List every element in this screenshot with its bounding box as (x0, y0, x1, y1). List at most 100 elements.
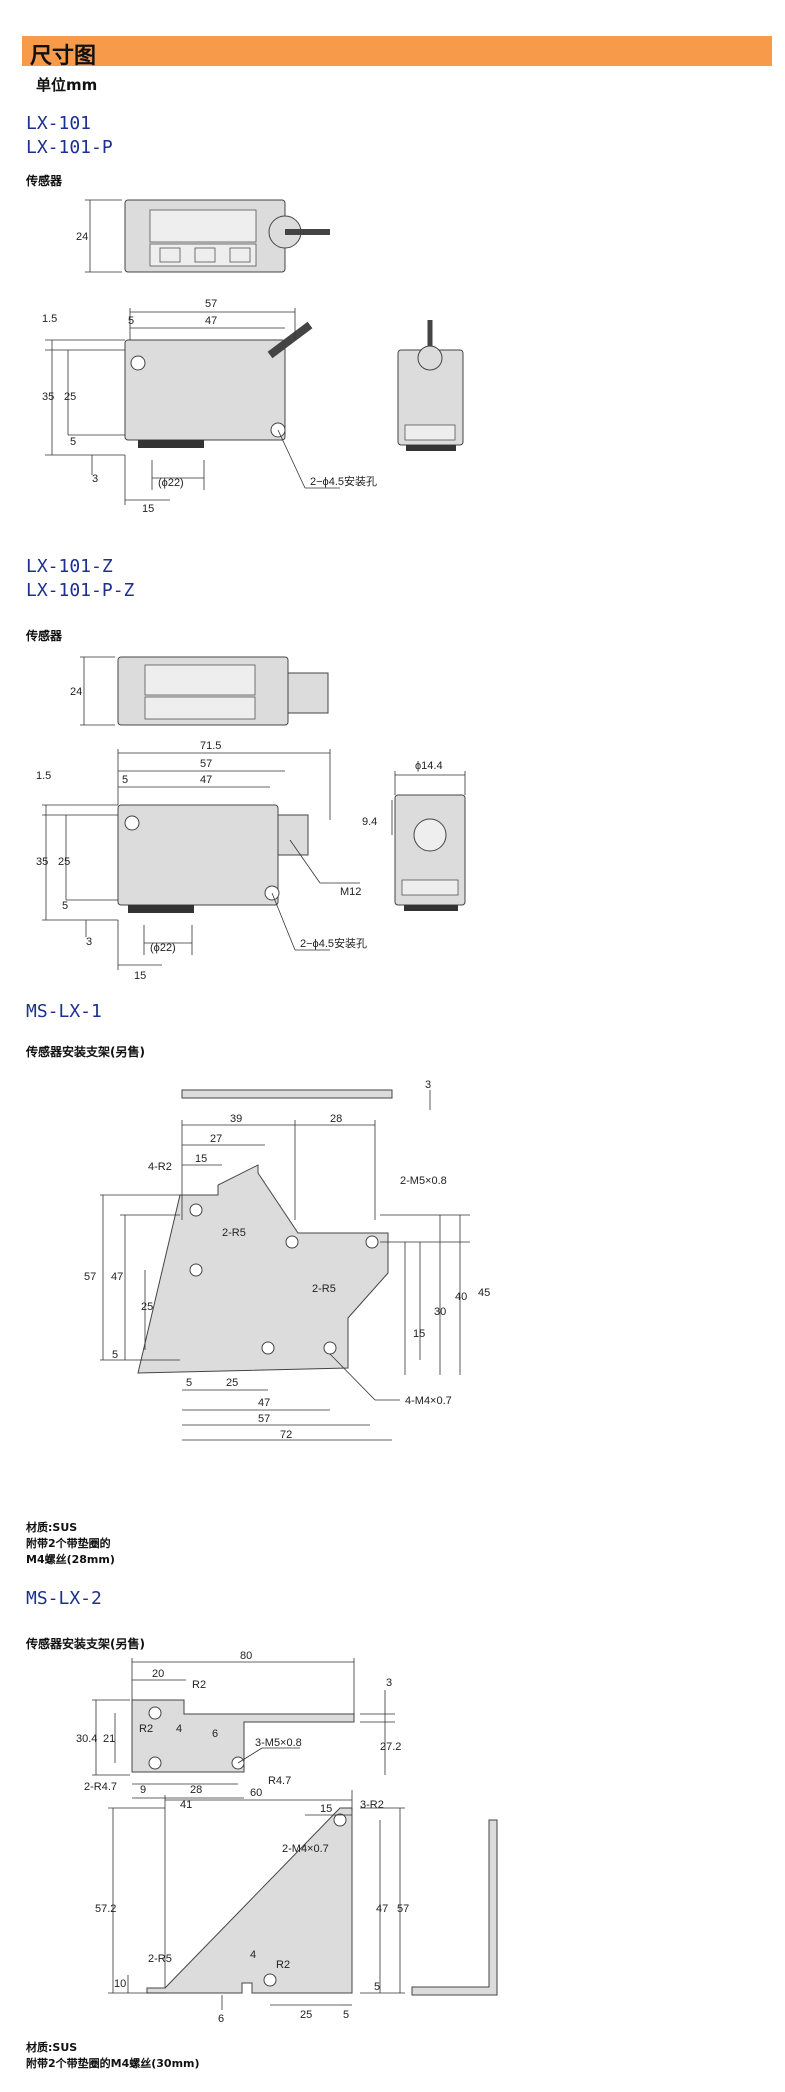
dim-28-b: 28 (190, 1784, 202, 1796)
bracket-1-outline (137, 1164, 389, 1374)
dim-10: 10 (114, 1978, 126, 1990)
dim-2-r5-f: 2-R5 (148, 1953, 172, 1965)
ms-lx-2-drawing: 80 20 R2 R2 4 6 3 30.4 21 3-M5×0.8 27.2 … (76, 1650, 498, 2025)
dim-30-4: 30.4 (76, 1733, 97, 1745)
bracket-2-side (411, 1819, 498, 1996)
dim-5-zv: 5 (62, 900, 68, 912)
dim-27-2: 27.2 (380, 1741, 401, 1753)
dim-30: 30 (434, 1306, 446, 1318)
dim-39: 39 (230, 1113, 242, 1125)
dim-t3: 3 (425, 1079, 431, 1091)
dim-15-f: 15 (320, 1803, 332, 1815)
dim-9-4: 9.4 (362, 816, 377, 828)
model-name-lx-101-z: LX-101-Z (26, 556, 113, 577)
dim-5: 5 (128, 315, 134, 327)
dim-6-s: 6 (212, 1728, 218, 1740)
dim-57-f: 57 (397, 1903, 409, 1915)
bracket-2-top (131, 1699, 355, 1773)
dim-15-z: 15 (134, 970, 146, 982)
dim-m12: M12 (340, 886, 361, 898)
dim-45: 45 (478, 1287, 490, 1299)
dim-5-bottom: 5 (186, 1377, 192, 1389)
connector-ring (138, 440, 204, 448)
mount-hole-label-z: 2−ϕ4.5安装孔 (300, 936, 367, 950)
model-name-lx-101-p-z: LX-101-P-Z (26, 580, 135, 601)
dim-5-v: 5 (70, 436, 76, 448)
dim-25: 25 (64, 391, 76, 403)
lx-101-drawing: 24 57 47 5 1.5 35 25 5 3 (ϕ22) 15 2−ϕ4.5… (42, 199, 464, 515)
dim-3-r2: 3-R2 (360, 1799, 384, 1811)
dim-4-m4: 4-M4×0.7 (405, 1395, 452, 1407)
sensor-caption: 传感器 (26, 174, 63, 188)
dim-57: 57 (205, 298, 217, 310)
dim-24-z: 24 (70, 686, 82, 698)
dim-3: 3 (92, 473, 98, 485)
dim-15-b: 15 (195, 1153, 207, 1165)
dim-5-fb: 5 (343, 2009, 349, 2021)
bracket-1-edge (181, 1089, 393, 1099)
dim-15: 15 (142, 503, 154, 515)
dim-3-z: 3 (86, 936, 92, 948)
dim-5-b: 5 (112, 1349, 118, 1361)
dim-2-m4: 2-M4×0.7 (282, 1843, 329, 1855)
ms-lx-1-drawing: 3 39 28 27 15 4-R2 2-M5×0.8 2-R5 2-R5 57… (84, 1079, 490, 1441)
bracket-caption-1: 传感器安装支架(另售) (26, 1045, 145, 1059)
dim-3-t: 3 (386, 1677, 392, 1689)
dim-r2-a: R2 (192, 1679, 206, 1691)
dim-2-r4-7: 2-R4.7 (84, 1781, 117, 1793)
dim-r2-b: R2 (139, 1723, 153, 1735)
model-name-lx-101: LX-101 (26, 113, 92, 134)
dim-2-r5-a: 2-R5 (222, 1227, 246, 1239)
dim-60: 60 (250, 1787, 262, 1799)
dim-5-f: 5 (374, 1981, 380, 1993)
dim-15-v: 15 (413, 1328, 425, 1340)
dim-25-f: 25 (300, 2009, 312, 2021)
material-note-1: 材质:SUS 附带2个带垫圈的 M4螺丝(28mm) (26, 1521, 115, 1566)
dim-35: 35 (42, 391, 54, 403)
dim-1-5: 1.5 (42, 313, 57, 325)
lx-101-z-drawing: 24 71.5 57 47 5 1.5 35 25 5 3 (ϕ22) 15 M… (36, 656, 466, 982)
dim-4-r2: 4-R2 (148, 1161, 172, 1173)
dim-57-2: 57.2 (95, 1903, 116, 1915)
dim-80: 80 (240, 1650, 252, 1662)
dim-47: 47 (205, 315, 217, 327)
model-name-ms-lx-2: MS-LX-2 (26, 1588, 102, 1609)
dim-25-b: 25 (141, 1301, 153, 1313)
dim-57-bottom: 57 (258, 1413, 270, 1425)
dim-40: 40 (455, 1291, 467, 1303)
dim-72: 72 (280, 1429, 292, 1441)
dim-20: 20 (152, 1668, 164, 1680)
sensor-side-view (124, 339, 286, 441)
dim-27: 27 (210, 1133, 222, 1145)
m12-face (413, 818, 447, 852)
dim-9: 9 (140, 1784, 146, 1796)
dim-r2-c: R2 (276, 1959, 290, 1971)
dim-phi22-z: (ϕ22) (150, 942, 176, 954)
dim-25-bottom: 25 (226, 1377, 238, 1389)
page-title: 尺寸图 (30, 44, 97, 69)
dim-28: 28 (330, 1113, 342, 1125)
dim-24: 24 (76, 231, 88, 243)
material-note-2: 材质:SUS 附带2个带垫圈的M4螺丝(30mm) (26, 2041, 200, 2070)
dim-35-z: 35 (36, 856, 48, 868)
dim-phi14-4: ϕ14.4 (415, 760, 443, 772)
dim-57-z: 57 (200, 758, 212, 770)
dim-r4-7: R4.7 (268, 1775, 291, 1787)
bracket-caption-2: 传感器安装支架(另售) (26, 1637, 145, 1651)
dim-2-m5: 2-M5×0.8 (400, 1175, 447, 1187)
dim-4-f: 4 (250, 1949, 256, 1961)
dim-47-f: 47 (376, 1903, 388, 1915)
display-panel (149, 209, 257, 243)
dim-21: 21 (103, 1733, 115, 1745)
dim-3-m5: 3-M5×0.8 (255, 1737, 302, 1749)
dim-2-r5-b: 2-R5 (312, 1283, 336, 1295)
model-name-lx-101-p: LX-101-P (26, 137, 113, 158)
dim-47-b: 47 (111, 1271, 123, 1283)
sensor-side-view-z (117, 804, 279, 906)
dim-6-f: 6 (218, 2013, 224, 2025)
dim-41: 41 (180, 1799, 192, 1811)
bracket-2-front (146, 1807, 353, 1994)
dim-47-z: 47 (200, 774, 212, 786)
m12-connector (287, 672, 329, 714)
dim-1-5-z: 1.5 (36, 770, 51, 782)
